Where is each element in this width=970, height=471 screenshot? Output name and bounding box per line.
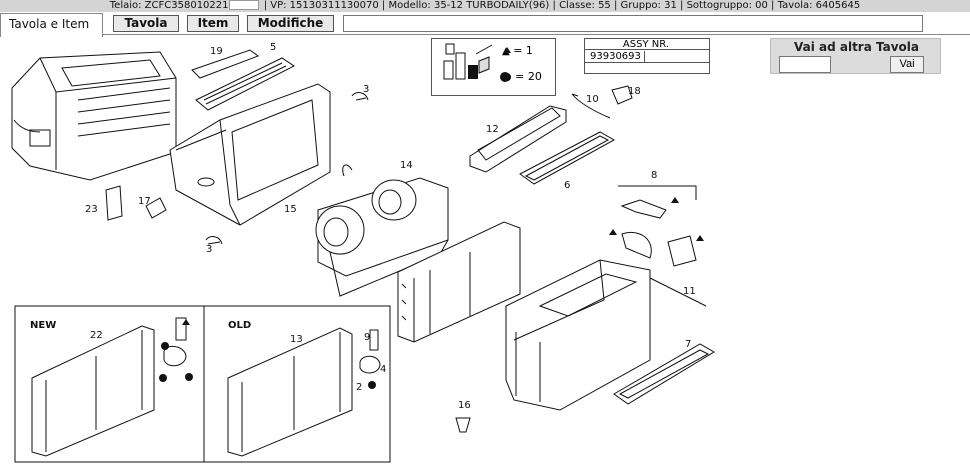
pipe-16-part[interactable] (455, 417, 471, 433)
callout-11[interactable]: 11 (683, 286, 696, 297)
seal-6-part[interactable] (519, 131, 616, 185)
tab-empty-field (343, 15, 923, 32)
kit-icon (443, 43, 493, 80)
callout-9[interactable]: 9 (364, 332, 370, 343)
goto-input[interactable] (779, 56, 831, 73)
circle-marker (500, 72, 510, 82)
callout-10[interactable]: 10 (586, 94, 599, 105)
callout-17[interactable]: 17 (138, 196, 151, 207)
callout-4[interactable]: 4 (380, 364, 386, 375)
callout-23[interactable]: 23 (85, 204, 98, 215)
triangle-marker (182, 319, 190, 325)
modello-text: Modello: 35-12 TURBODAILY(96) (388, 0, 550, 11)
tab-tavola-e-item[interactable]: Tavola e Item (0, 13, 103, 37)
lever-8a-part[interactable] (620, 199, 667, 219)
callout-18[interactable]: 18 (628, 86, 641, 97)
goto-title: Vai ad altra Tavola (793, 40, 920, 54)
seal-7-part[interactable] (613, 343, 715, 405)
callout-16[interactable]: 16 (458, 400, 471, 411)
assy-box: ASSY NR. 93930693 (584, 38, 710, 74)
exploded-parts-drawing: 19 5 3 10 18 12 6 23 17 15 14 8 3 11 7 1… (11, 42, 715, 463)
sottogruppo-text: Sottogruppo: 00 (686, 0, 768, 11)
radiator-13-part[interactable] (227, 327, 353, 457)
bracket-8c-part[interactable] (667, 235, 697, 267)
telaio-text: Telaio: ZCFC358010221 (109, 0, 229, 11)
seal-4-part[interactable] (359, 355, 381, 374)
circle-marker (185, 373, 193, 381)
clip-3-bottom[interactable] (205, 236, 223, 245)
rod-10-part[interactable] (571, 93, 611, 119)
callout-6[interactable]: 6 (564, 180, 570, 191)
old-label: OLD (228, 320, 251, 331)
radiator-22-part[interactable] (31, 325, 155, 457)
callout-3-bottom[interactable]: 3 (206, 244, 212, 255)
callout-5[interactable]: 5 (270, 42, 276, 53)
callout-14[interactable]: 14 (400, 160, 413, 171)
vp-text: VP: 15130311130070 (270, 0, 379, 11)
assy-number: 93930693 (590, 51, 641, 62)
flap-8b-part[interactable] (621, 232, 652, 259)
triangle-marker (671, 197, 679, 203)
old-variant-box (203, 305, 391, 463)
assy-title: ASSY NR. (585, 39, 709, 50)
blower-case-part[interactable] (169, 83, 331, 226)
callout-19[interactable]: 19 (210, 46, 223, 57)
callout-7[interactable]: 7 (685, 339, 691, 350)
blower-motor-part[interactable] (315, 164, 449, 297)
distribution-housing-part[interactable] (505, 259, 651, 411)
connector-new-part[interactable] (163, 346, 187, 367)
callout-15[interactable]: 15 (284, 204, 297, 215)
circle-marker (159, 374, 167, 382)
triangle-marker (609, 229, 617, 235)
goto-button[interactable]: Vai (890, 56, 924, 73)
circle-marker (161, 342, 169, 350)
callout-13[interactable]: 13 (290, 334, 303, 345)
telaio-highlight (228, 0, 259, 10)
callout-2[interactable]: 2 (356, 382, 362, 393)
rod-11-part[interactable] (649, 277, 707, 307)
callout-8[interactable]: 8 (651, 170, 657, 181)
triangle-marker (503, 47, 511, 53)
bracket-23-part[interactable] (105, 185, 123, 221)
air-duct-part[interactable] (469, 105, 567, 173)
callout-22[interactable]: 22 (90, 330, 103, 341)
heater-core-part[interactable] (397, 221, 521, 343)
pipe-9-part[interactable] (369, 329, 379, 351)
vehicle-info-bar: Telaio: ZCFC358010221 | VP: 151303111300… (0, 0, 970, 12)
tavola-button[interactable]: Tavola (113, 15, 179, 32)
tab-bar: Tavola e Item Tavola Item Modifiche (0, 13, 970, 37)
circle-marker (368, 381, 376, 389)
callout-3-top[interactable]: 3 (363, 84, 369, 95)
triangle-marker (696, 235, 704, 241)
heater-housing-part[interactable] (11, 51, 177, 181)
tab-divider (103, 34, 970, 35)
clip-3-top[interactable] (351, 92, 369, 101)
actuator-18-part[interactable] (611, 85, 633, 105)
sensor-17-part[interactable] (145, 197, 167, 219)
callout-12[interactable]: 12 (486, 124, 499, 135)
item-button[interactable]: Item (187, 15, 239, 32)
circle-legend: = 20 (515, 70, 542, 83)
new-label: NEW (30, 320, 56, 331)
tavola-text: Tavola: 6405645 (777, 0, 861, 11)
goto-panel: Vai ad altra Tavola Vai (770, 38, 941, 74)
gruppo-text: Gruppo: 31 (620, 0, 677, 11)
modifiche-button[interactable]: Modifiche (247, 15, 334, 32)
triangle-legend: = 1 (513, 44, 533, 57)
kit-legend-box: ▲ = 1 ● = 20 (431, 38, 556, 96)
classe-text: Classe: 55 (559, 0, 611, 11)
filter-19-part[interactable] (191, 49, 260, 79)
